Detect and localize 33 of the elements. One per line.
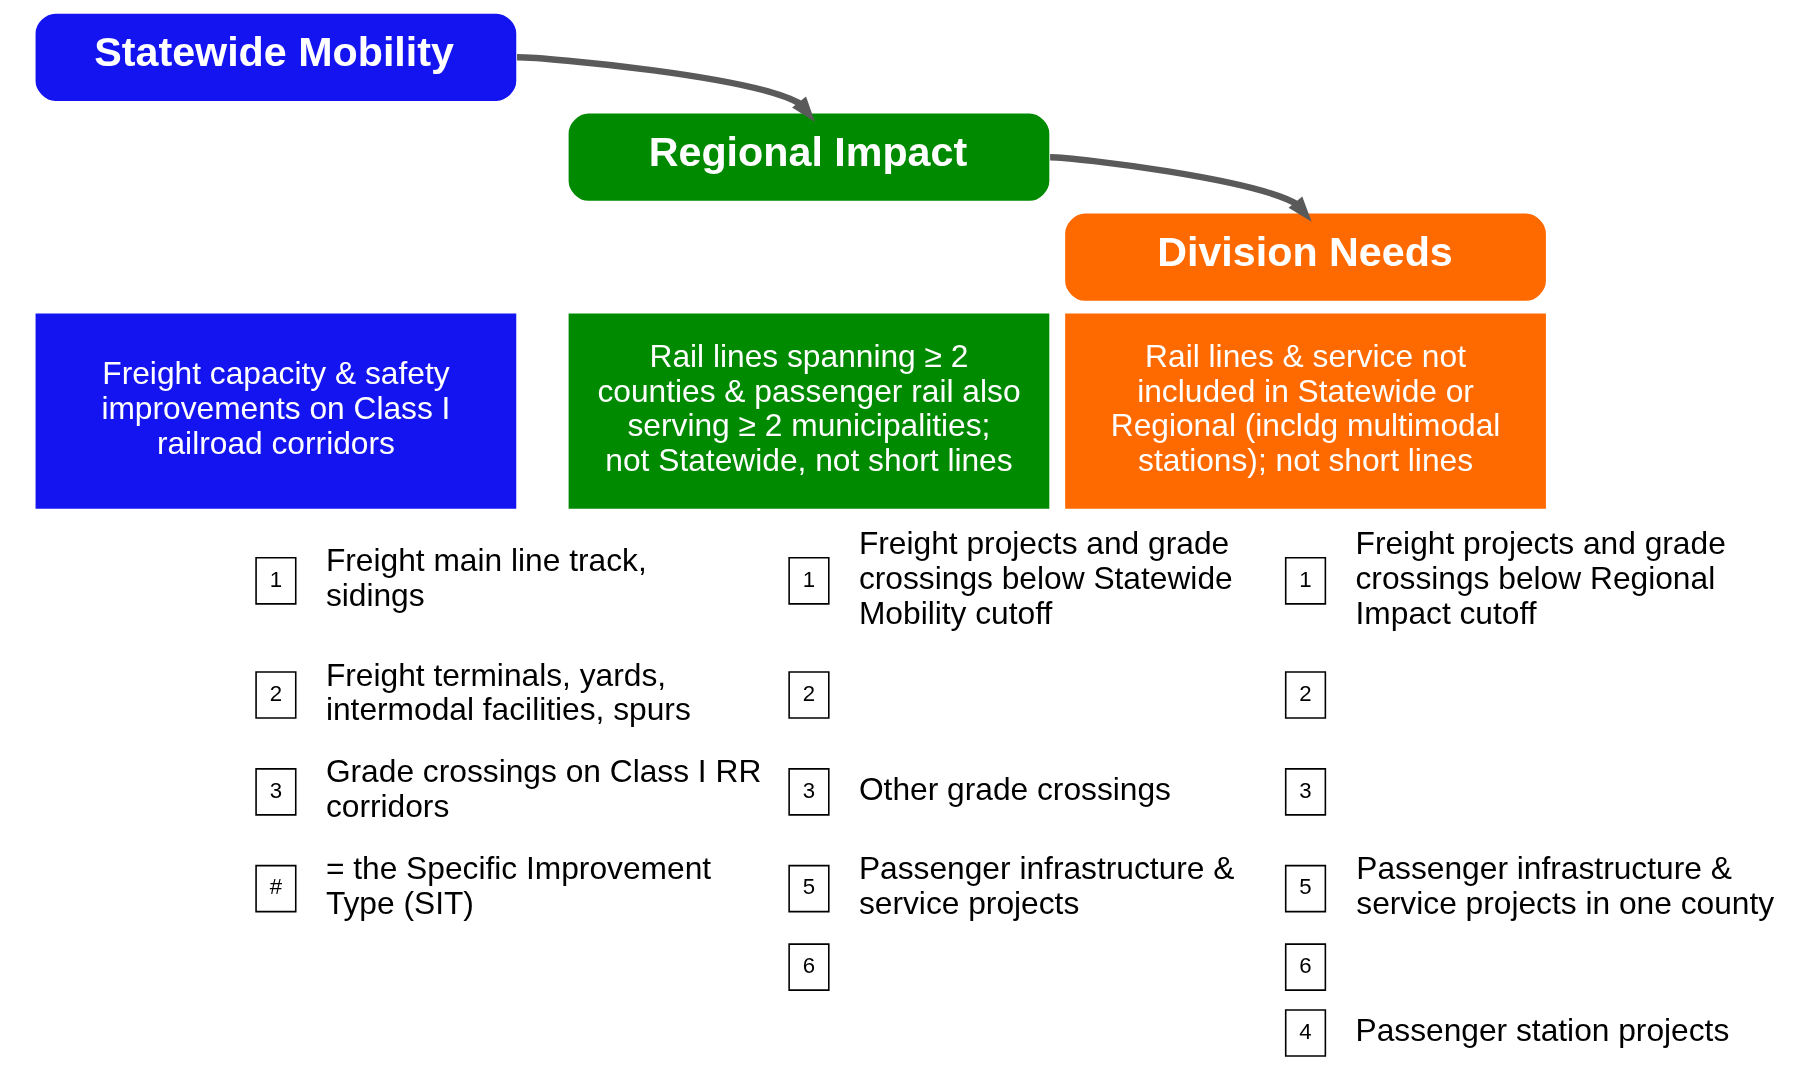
node-label: Freight projects and grade crossings below Regional Impact cutoff [1355,524,1726,631]
arrow [516,54,815,122]
node-box: 2 [1284,671,1326,719]
node-label: Freight projects and grade crossings below Statewide Mobility cutoff [858,524,1233,631]
node-box: 6 [1284,943,1326,991]
node-box: Freight capacity & safety improvements on Class I railroad corridors [35,313,516,509]
node-box: Regional Impact [568,113,1049,201]
node-label: Grade crossings on Class I RR corridors [325,753,761,825]
node-box: 2 [787,671,830,719]
node-box: 2 [254,671,297,719]
node-box: 5 [787,864,830,913]
node-label: Passenger station projects [1355,1011,1729,1048]
node-box: 3 [1284,768,1326,816]
node-box: 3 [254,768,297,816]
node-box: 1 [1284,557,1326,605]
node-box: Rail lines & service not included in Statewide or Regional (incldg multimodal stations); not short lines [1064,313,1546,509]
node-box: 3 [787,768,830,816]
node-box: 4 [1284,1009,1326,1057]
node-box: Rail lines spanning ≥ 2 counties & passenger rail also serving ≥ 2 municipalities; not Statewide, not short lines [568,313,1049,509]
node-label: Freight main line track, sidings [325,542,647,614]
node-label: Passenger infrastructure & service projects in one county [1355,850,1774,921]
node-box: # [254,864,297,913]
node-box: Statewide Mobility [35,13,516,101]
arrow [1049,154,1312,222]
node-box: Division Needs [1064,213,1546,301]
node-box: 5 [1284,864,1326,913]
node-label: = the Specific Improvement Type (SIT) [325,850,711,921]
node-box: 1 [254,557,297,605]
node-label: Freight terminals, yards, intermodal facilities, spurs [325,656,691,728]
node-box: 1 [787,557,830,605]
node-label: Other grade crossings [858,770,1171,807]
node-box: 6 [787,943,830,991]
node-label: Passenger infrastructure & service projects [858,850,1234,921]
